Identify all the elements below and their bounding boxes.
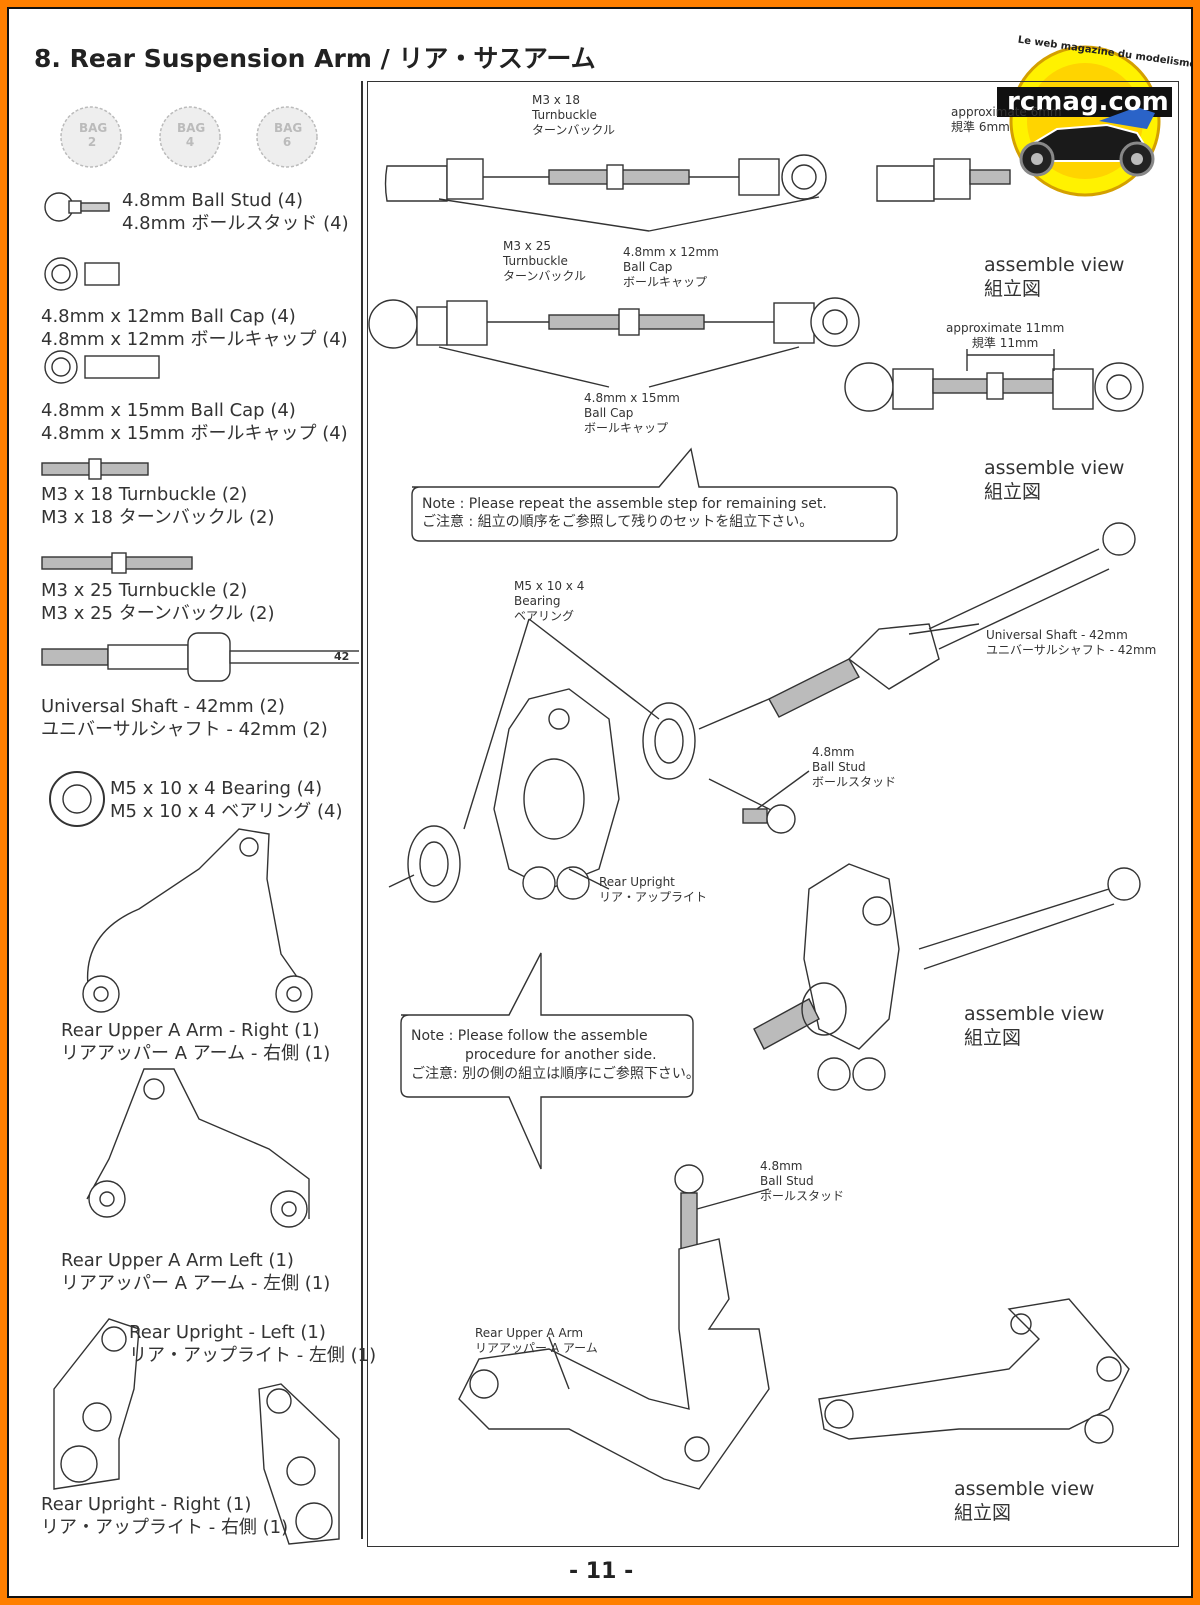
turnbuckle-25-exploded [368,297,860,349]
assembly-frame [367,81,1179,1547]
part-turnbuckle-18: M3 x 18 Turnbuckle (2)M3 x 18 ターンバックル (2… [41,484,275,528]
part-turnbuckle-25: M3 x 25 Turnbuckle (2)M3 x 25 ターンバックル (2… [41,580,275,624]
upright-exploded [388,688,796,903]
page-title: 8. Rear Suspension Arm / リア・サスアーム [34,44,596,73]
part-upper-arm-right: Rear Upper A Arm - Right (1)リアアッパー A アーム… [61,1020,331,1064]
upright-left-icon [53,1318,140,1490]
part-upright-left: Rear Upright - Left (1)リア・アップライト - 左側 (1… [129,1322,377,1366]
bag-icon-2 [60,106,122,168]
page-number: - 11 - [569,1559,634,1584]
turnbuckle-18-assembled [876,158,1011,202]
part-ball-cap-15: 4.8mm x 15mm Ball Cap (4)4.8mm x 15mm ボー… [41,400,348,444]
part-upright-right: Rear Upright - Right (1)リア・アップライト - 右側 (… [41,1494,289,1538]
part-universal-shaft: Universal Shaft - 42mm (2)ユニバーサルシャフト - 4… [41,696,328,740]
manual-page: 8. Rear Suspension Arm / リア・サスアーム rcmag.… [7,7,1193,1598]
rcmag-site-text: rcmag.com [1007,87,1169,117]
turnbuckle-25-assembled [844,362,1144,412]
upper-arm-assembled [818,1298,1130,1444]
ball-cap-12-icon [44,257,120,291]
ball-stud-icon [44,192,110,222]
upright-right-icon [258,1383,340,1545]
upper-arm-left-icon [86,1068,310,1228]
column-divider [361,81,363,1539]
shaft-exploded [768,522,1136,718]
bag-icon-6 [256,106,318,168]
part-ball-cap-12: 4.8mm x 12mm Ball Cap (4)4.8mm x 12mm ボー… [41,306,348,350]
assembly-drawings [368,154,1144,1490]
bearing-icon [49,771,105,827]
part-bearing: M5 x 10 x 4 Bearing (4)M5 x 10 x 4 ベアリング… [110,778,343,822]
upright-assembled [753,863,1141,1091]
rcmag-logo: rcmag.com Le web magazine du modelisme [987,29,1191,199]
note-repeat: Note : Please repeat the assemble step f… [422,496,827,530]
part-upper-arm-left: Rear Upper A Arm Left (1)リアアッパー A アーム - … [61,1250,331,1294]
turnbuckle-18-icon [41,458,149,480]
shaft-marking: 42 [334,650,350,663]
parts-illustrations [41,192,359,1545]
part-ball-stud: 4.8mm Ball Stud (4)4.8mm ボールスタッド (4) [122,190,349,234]
bag-icons [60,106,318,168]
turnbuckle-25-icon [41,552,193,574]
universal-shaft-icon [41,632,359,682]
ball-cap-15-icon [44,350,160,384]
rcmag-logo-graphic [997,45,1172,197]
upper-arm-right-icon [82,828,313,1013]
bag-icon-4 [159,106,221,168]
upper-arm-assembly [458,1164,770,1490]
turnbuckle-18-exploded [384,154,827,202]
